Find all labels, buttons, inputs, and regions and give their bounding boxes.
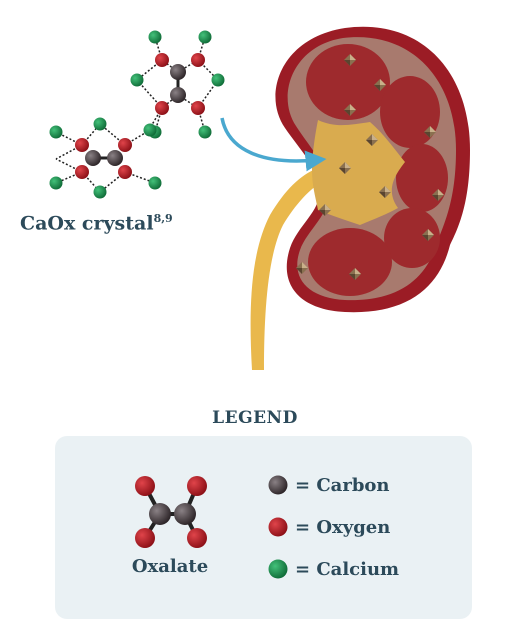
oxalate-label: Oxalate [131, 556, 209, 577]
calcium-atom [148, 30, 162, 44]
legend-item-calcium: = Calcium [267, 558, 399, 580]
legend-label-calcium: = Calcium [295, 558, 400, 580]
oxalate-molecule-icon [135, 476, 207, 548]
legend-item-carbon: = Carbon [267, 474, 390, 496]
caption-text: CaOx crystal [20, 212, 154, 235]
legend-label-oxygen: = Oxygen [295, 516, 391, 538]
carbon-atom [170, 64, 186, 80]
illustration [49, 26, 470, 370]
ureter [250, 168, 325, 370]
pyramid [384, 208, 440, 268]
pyramid [396, 144, 448, 212]
oxygen-atom-icon [268, 517, 288, 537]
legend-label-carbon: = Carbon [295, 474, 390, 496]
caption-superscript: 8,9 [153, 212, 173, 225]
pyramid [306, 44, 390, 120]
pyramid [308, 228, 392, 296]
legend-item-oxygen: = Oxygen [267, 516, 390, 538]
calcium-atom-icon [268, 559, 288, 579]
carbon-atom-icon [268, 475, 288, 495]
caox-crystal-caption: CaOx crystal8,9 [20, 212, 173, 234]
renal-pelvis [312, 120, 405, 225]
legend-box: Oxalate = Carbon = Oxygen = Calcium [55, 436, 472, 619]
oxygen-atom [155, 53, 169, 67]
pyramid [380, 76, 440, 148]
legend-title: LEGEND [212, 408, 298, 428]
arrow [220, 117, 327, 172]
